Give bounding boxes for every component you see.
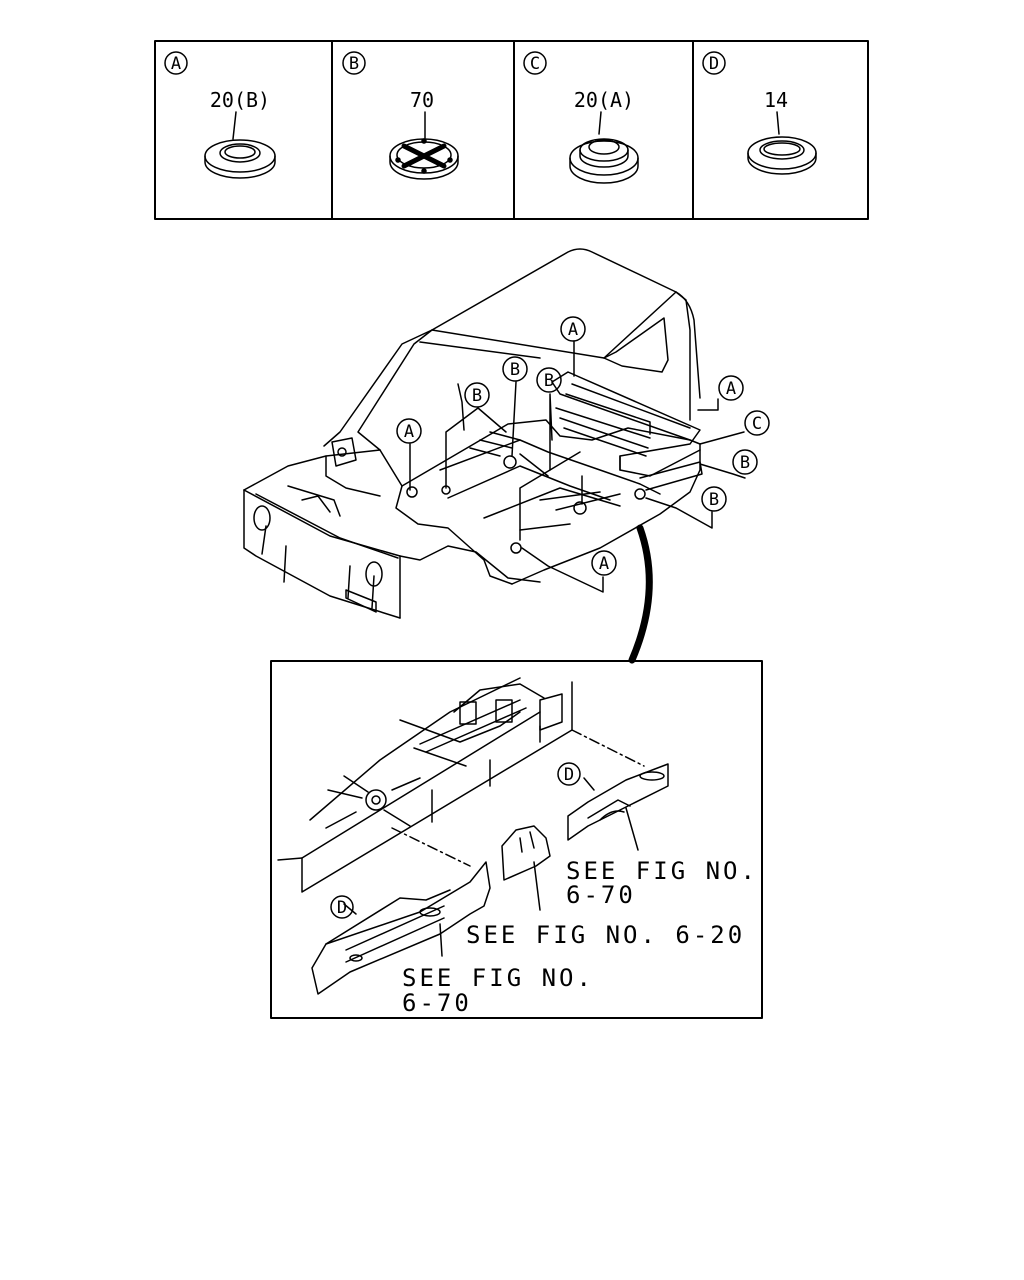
callout-b-main-1 [464, 382, 490, 408]
callout-label-b-4: B [740, 453, 750, 473]
legend-part-c: 20(A) [574, 88, 634, 112]
cab-illustration [243, 248, 703, 619]
callout-b-main-5 [701, 486, 727, 512]
callout-label-c: C [752, 414, 762, 434]
plug-70-icon [389, 138, 459, 180]
callout-b-main-4 [732, 449, 758, 475]
inset-callout-label-d-2: D [564, 765, 574, 785]
callout-circle-b [342, 51, 366, 75]
zoom-arrow [628, 524, 653, 664]
see-fig-ref-3-line2: 6-70 [402, 989, 472, 1017]
callout-label-a-2: A [568, 320, 578, 340]
callout-a-main-1 [396, 418, 422, 444]
callout-a-main-2 [560, 316, 586, 342]
callout-b-main-2 [502, 356, 528, 382]
callout-label-b-1: B [472, 386, 482, 406]
see-fig-ref-1-line1: SEE FIG NO. [566, 857, 758, 885]
callout-a-main-4 [591, 550, 617, 576]
callout-b-main-3 [536, 367, 562, 393]
legend-cell-a [164, 51, 276, 179]
see-fig-ref-3-line1: SEE FIG NO. [402, 964, 594, 992]
callout-circle-a [164, 51, 188, 75]
callout-label-a-1: A [404, 422, 414, 442]
grommet-20b-icon [204, 139, 276, 179]
legend-cell-d [702, 51, 817, 175]
callout-label-b-5: B [709, 490, 719, 510]
legend-table [154, 40, 869, 220]
callout-label-b-3: B [544, 371, 554, 391]
legend-part-a: 20(B) [210, 88, 270, 112]
legend-letter-d: D [709, 54, 719, 74]
inset-detail [270, 660, 763, 1019]
legend-part-b: 70 [410, 88, 434, 112]
grommet-14-icon [747, 136, 817, 175]
legend-letter-a: A [171, 54, 181, 74]
callout-label-a-3: A [726, 379, 736, 399]
callout-circle-d [702, 51, 726, 75]
main-callout-circles [396, 316, 770, 576]
legend-letter-b: B [349, 54, 359, 74]
main-callout-leaders [409, 340, 746, 593]
legend-part-d: 14 [764, 88, 788, 112]
inset-callout-label-d-1: D [337, 898, 347, 918]
see-fig-ref-2: SEE FIG NO. 6-20 [466, 921, 745, 949]
see-fig-ref-1-line2: 6-70 [566, 881, 636, 909]
callout-circle-c [523, 51, 547, 75]
callout-label-a-4: A [599, 554, 609, 574]
grommet-20a-icon [569, 138, 639, 184]
legend-cell-c [523, 51, 639, 184]
legend-letter-c: C [530, 54, 540, 74]
legend-cell-b [342, 51, 459, 180]
callout-d-inset-2 [557, 762, 581, 786]
callout-label-b-2: B [510, 360, 520, 380]
callout-c-main [744, 410, 770, 436]
callout-d-inset-1 [330, 895, 354, 919]
callout-a-main-3 [718, 375, 744, 401]
